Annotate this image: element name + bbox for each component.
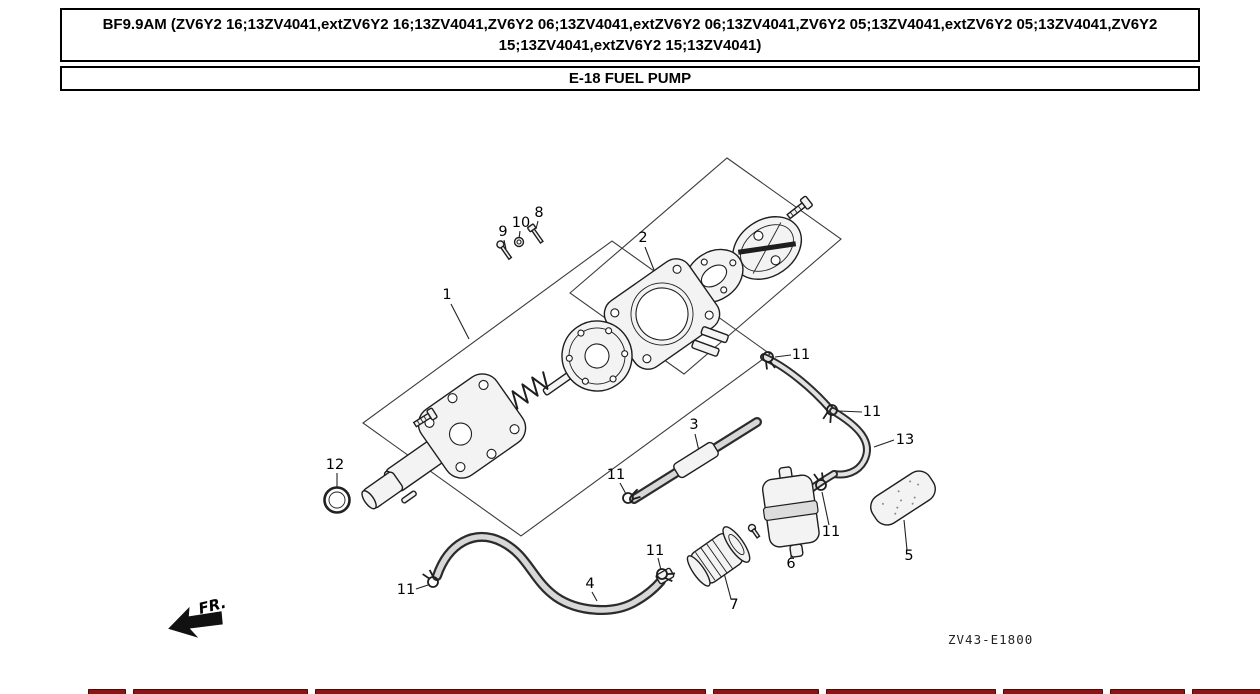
pump-spring (511, 371, 549, 410)
leader-lines (336, 220, 908, 602)
joint-connector-7 (686, 526, 751, 587)
hose-clamp-icon (622, 488, 641, 504)
model-title: BF9.9AM (ZV6Y2 16;13ZV4041,extZV6Y2 16;1… (102, 16, 1158, 54)
callout-11c[interactable]: 11 (607, 467, 625, 483)
body-screw (412, 407, 438, 428)
callout-8[interactable]: 8 (534, 205, 543, 221)
section-title: E-18 FUEL PUMP (568, 70, 692, 87)
fuel-tube-5 (870, 470, 936, 526)
callout-4[interactable]: 4 (585, 576, 594, 592)
filter-bolt (747, 523, 761, 539)
callout-11f[interactable]: 11 (397, 582, 415, 598)
pump-cover (603, 258, 721, 370)
parts-catalog-page: BF9.9AM (ZV6Y2 16;13ZV4041,extZV6Y2 16;1… (0, 8, 1260, 694)
section-header: E-18 FUEL PUMP (60, 66, 1200, 91)
callout-3[interactable]: 3 (689, 417, 698, 433)
diaphragm (542, 320, 633, 396)
hose-clamp-icon (422, 569, 439, 588)
fuel-hose-4 (432, 532, 675, 615)
hose-clamp-icon (813, 472, 827, 491)
callout-11b[interactable]: 11 (863, 404, 881, 420)
o-ring (323, 486, 351, 514)
callout-11e[interactable]: 11 (646, 543, 664, 559)
callout-13[interactable]: 13 (896, 432, 914, 448)
callout-6[interactable]: 6 (786, 556, 795, 572)
callout-labels: 1 2 9 10 8 3 4 5 6 7 12 13 11 11 11 11 1… (326, 205, 914, 613)
fuel-hose-outlet (760, 353, 834, 413)
callout-5[interactable]: 5 (904, 548, 913, 564)
bottom-toolbar (88, 689, 1260, 694)
drawing-code: ZV43-E1800 (948, 632, 1033, 647)
callout-10[interactable]: 10 (512, 215, 530, 231)
toolbar-button-6[interactable] (1003, 689, 1103, 694)
fr-label: FR. (197, 594, 228, 618)
pump-outlet-nipples (691, 326, 729, 357)
callout-7[interactable]: 7 (729, 597, 738, 613)
callout-2[interactable]: 2 (638, 230, 647, 246)
cover-plate (731, 216, 803, 280)
hose-clamp-icon (762, 351, 776, 370)
plunger-pin (401, 490, 417, 504)
assembly-frame-1 (362, 240, 771, 537)
bolt-8 (527, 223, 544, 245)
toolbar-button-7[interactable] (1110, 689, 1185, 694)
model-header: BF9.9AM (ZV6Y2 16;13ZV4041,extZV6Y2 16;1… (60, 8, 1200, 62)
fuel-pipe-13 (829, 407, 871, 479)
fuel-filter (761, 466, 820, 558)
callout-1[interactable]: 1 (442, 287, 451, 303)
cover-gasket (684, 248, 744, 304)
toolbar-button-2[interactable] (133, 689, 308, 694)
callout-11d[interactable]: 11 (822, 524, 840, 540)
toolbar-button-1[interactable] (88, 689, 126, 694)
hose-clamp-icon (656, 568, 676, 582)
toolbar-button-5[interactable] (826, 689, 996, 694)
hose-clamp-icon (822, 404, 838, 423)
fuel-pump-exploded-diagram: 1 2 9 10 8 3 4 5 6 7 12 13 11 11 11 11 1… (168, 157, 1033, 647)
pump-body (383, 373, 527, 493)
fr-direction-arrow-icon (168, 606, 223, 638)
plunger-cup (361, 471, 404, 510)
cover-bolt (786, 195, 813, 220)
toolbar-button-4[interactable] (713, 689, 819, 694)
toolbar-button-8[interactable] (1192, 689, 1260, 694)
callout-11a[interactable]: 11 (792, 347, 810, 363)
toolbar-button-3[interactable] (315, 689, 706, 694)
washer-10 (513, 236, 525, 248)
screw-9 (496, 240, 513, 261)
callout-9[interactable]: 9 (498, 224, 507, 240)
callout-12[interactable]: 12 (326, 457, 344, 473)
fuel-tube-3 (629, 417, 762, 504)
